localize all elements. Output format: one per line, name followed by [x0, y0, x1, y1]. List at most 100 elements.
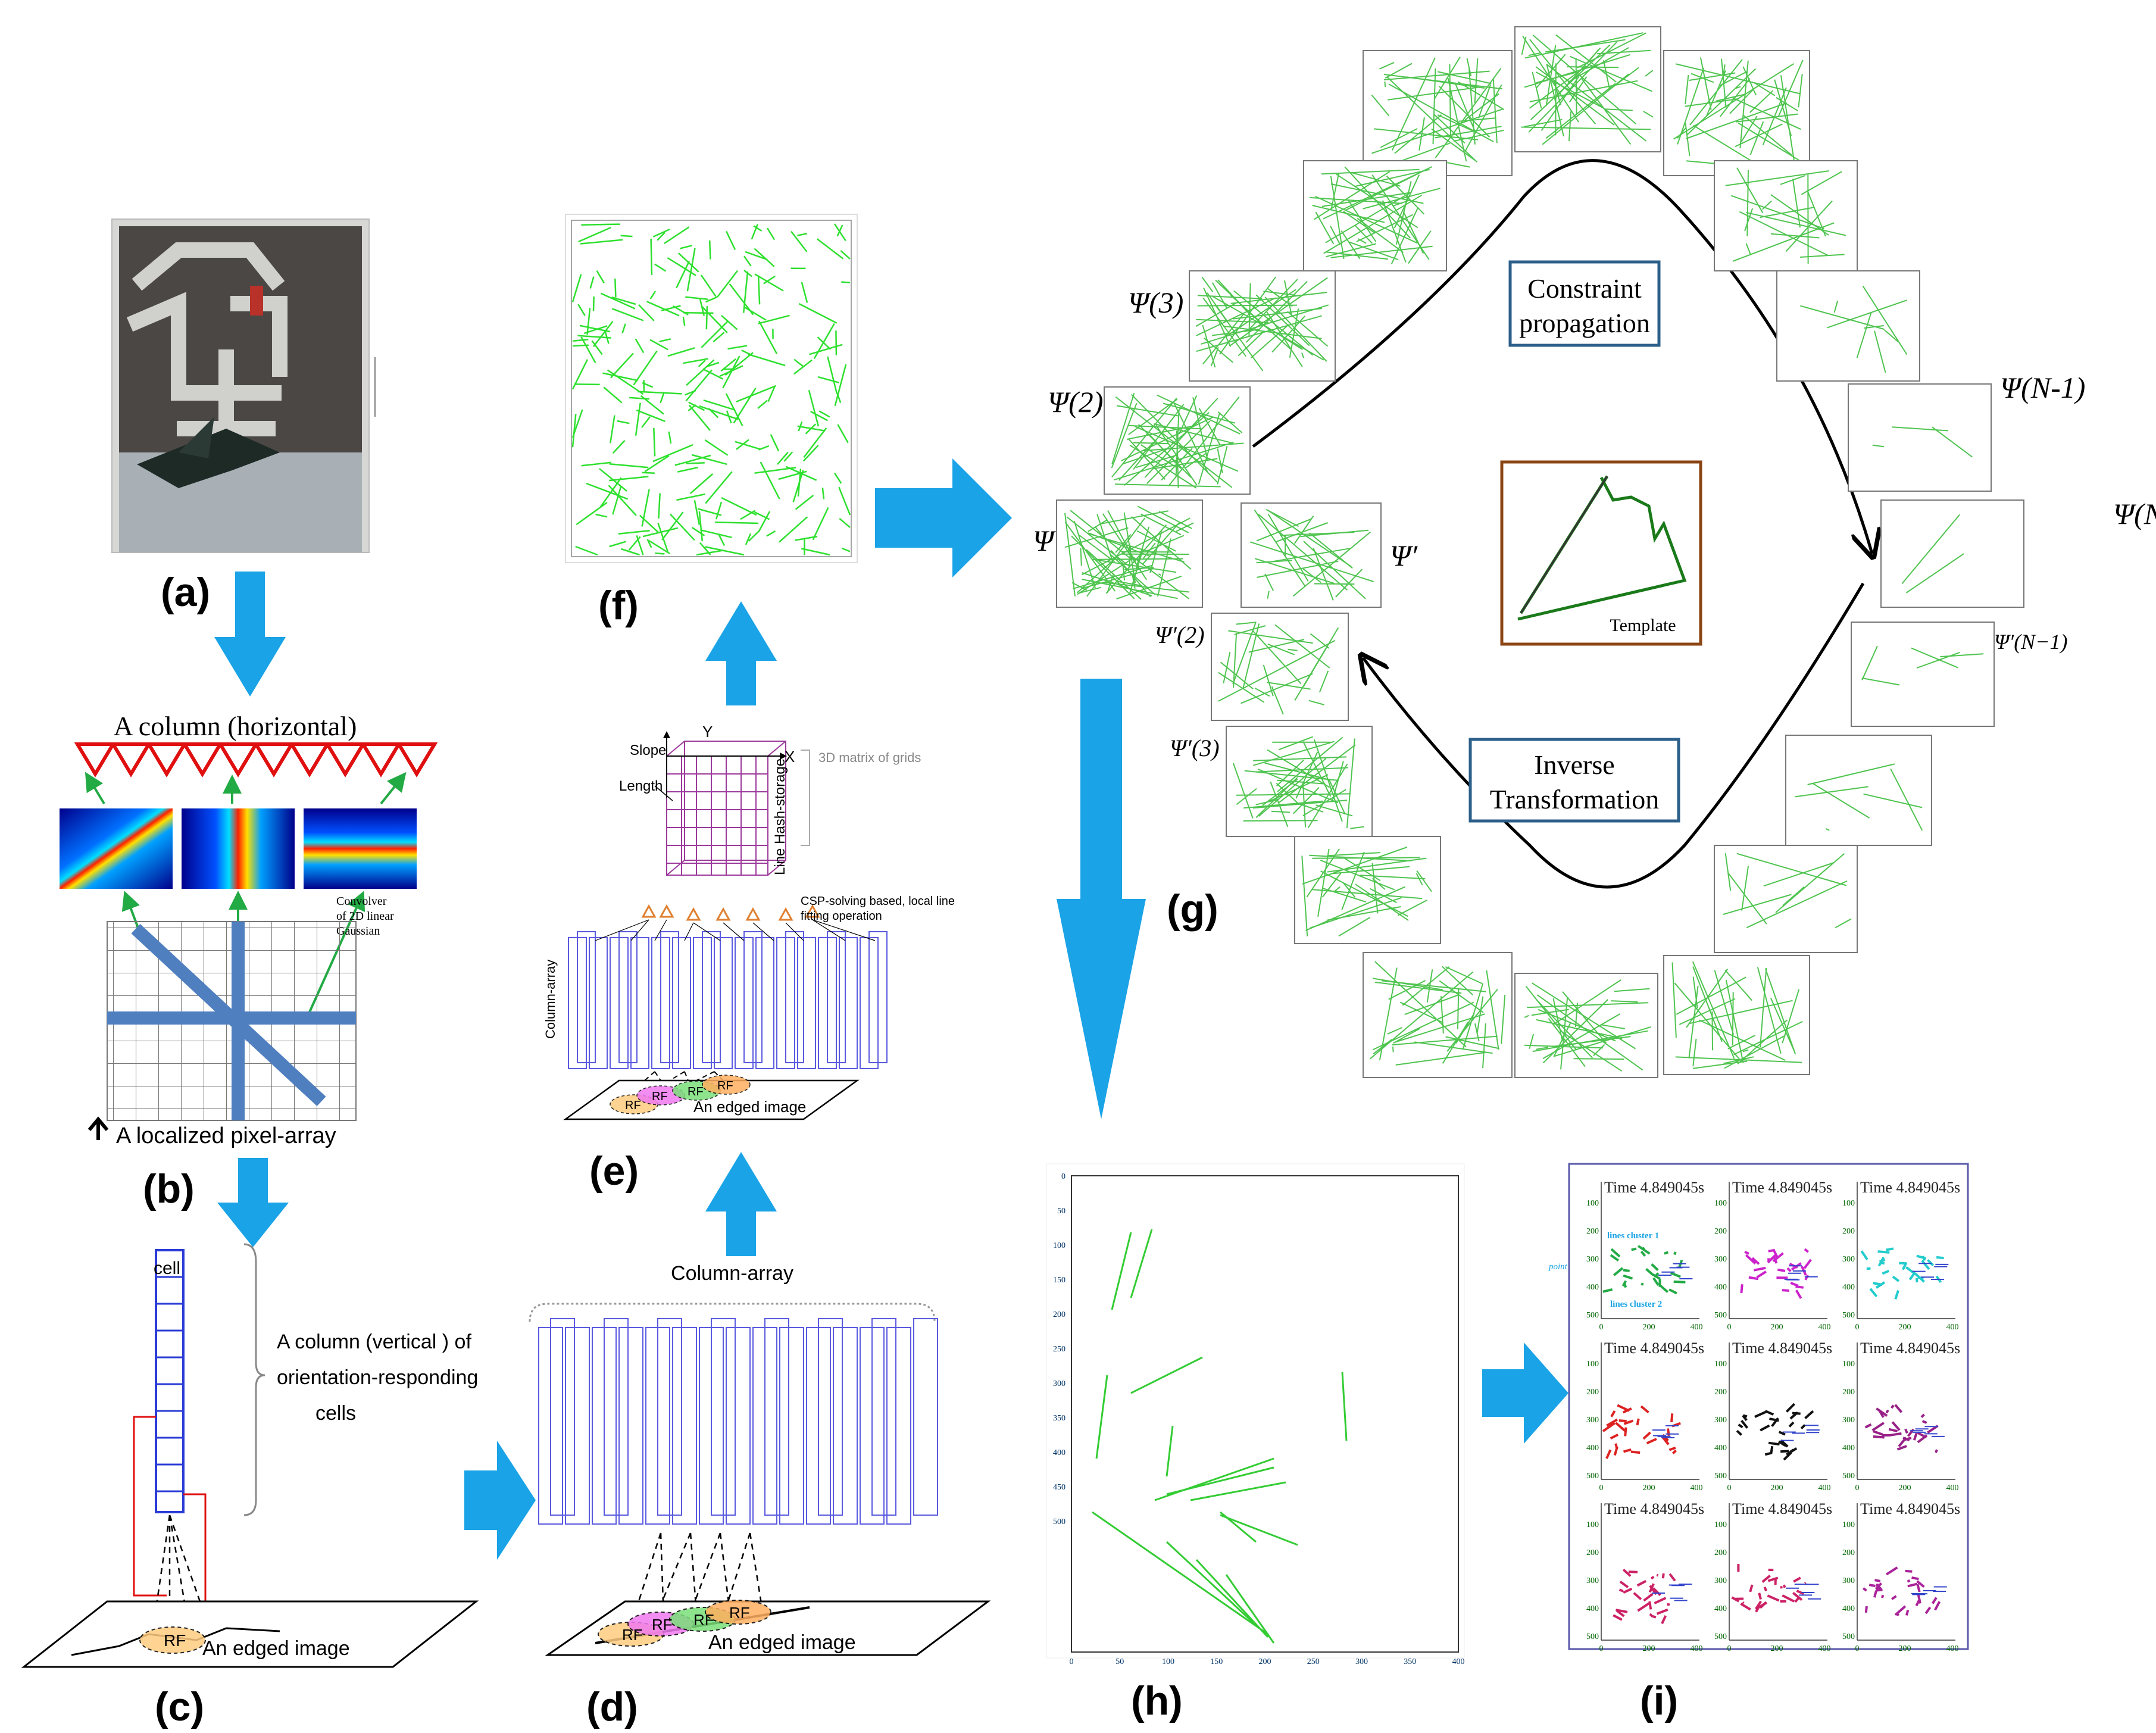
i-cluster-segment [1742, 1601, 1745, 1604]
g-frame-segment [1149, 435, 1182, 469]
i-cluster-segment [1767, 1594, 1780, 1602]
g-frame-segment [1331, 866, 1410, 875]
i-cluster-segment [1623, 1283, 1627, 1288]
g-frame-segment [1732, 222, 1835, 262]
h-xtick: 300 [1355, 1657, 1368, 1666]
g-frame-segment [1254, 688, 1270, 697]
g-frame-segment [1833, 301, 1839, 313]
i-cluster-segment [1670, 1272, 1681, 1278]
f-segment [783, 451, 793, 462]
panel-a-photo [111, 218, 376, 553]
i-cluster-segment [1780, 1586, 1783, 1589]
i-cluster-segment [1619, 1581, 1629, 1588]
g-frame-segment [1315, 211, 1335, 245]
g-frame-segment [1197, 295, 1263, 299]
f-segment [763, 275, 776, 285]
g-frame-segment [1158, 511, 1192, 529]
g-frame-segment [1321, 872, 1342, 898]
g-frame-segment [1524, 1014, 1529, 1018]
g-frame-segment [1723, 894, 1792, 916]
g-frame-segment [1107, 510, 1138, 565]
g-frame-segment [1795, 786, 1868, 798]
g-frame-segment [1176, 430, 1179, 488]
f-segment [610, 415, 615, 444]
g-frame-segment [1739, 211, 1829, 256]
g-frame-segment [1911, 647, 1959, 669]
g-frame-segment [1310, 633, 1330, 649]
g-frame-segment [1292, 786, 1320, 814]
f-segment [661, 511, 684, 541]
f-segment [577, 335, 612, 339]
g-frame-segment [1385, 63, 1413, 79]
i-xtick: 0 [1855, 1323, 1860, 1332]
i-ytick: 300 [1714, 1576, 1727, 1585]
g-frame-segment [1369, 971, 1474, 1060]
i-cluster-segment [1610, 1410, 1616, 1417]
i-cluster-segment [1771, 1417, 1779, 1428]
f-segment [758, 445, 770, 451]
i-cluster-segment [1905, 1609, 1910, 1616]
g-frame-segment [1568, 91, 1596, 124]
g-frame-segment [1545, 45, 1557, 107]
g-frame-segment [1529, 39, 1571, 91]
g-frame-segment [1735, 123, 1783, 148]
svg-text:RF: RF [652, 1616, 673, 1634]
h-ytick: 150 [1053, 1276, 1065, 1285]
f-segment [691, 454, 727, 466]
i-xtick: 400 [1946, 1644, 1959, 1653]
i-cluster-segment [1758, 1593, 1762, 1600]
f-segment [721, 497, 757, 516]
f-segment [793, 359, 813, 375]
i-cluster-segment [1637, 1245, 1651, 1255]
f-segment [649, 291, 657, 299]
f-segment [744, 307, 767, 321]
g-frame-segment [1198, 413, 1220, 485]
g-frame-segment [1580, 77, 1632, 145]
i-cluster-segment [1795, 1289, 1802, 1299]
i-cluster-segment [1886, 1247, 1894, 1251]
i-cluster-segment [1892, 1275, 1900, 1282]
g-frame-segment [1257, 560, 1339, 578]
g-frame-segment [1760, 968, 1767, 1048]
i-xtick: 0 [1599, 1323, 1604, 1332]
g-frame-segment [1257, 768, 1339, 804]
i-cluster-segment [1795, 1285, 1804, 1289]
i-cluster-segment [1764, 1410, 1774, 1416]
f-segment [827, 356, 838, 394]
i-cluster-segment [1921, 1256, 1926, 1262]
f-segment [686, 248, 696, 292]
f-segment [745, 533, 752, 545]
g-frame-segment [1316, 804, 1353, 817]
i-cluster-segment [1615, 1422, 1626, 1432]
f-segment [667, 257, 696, 276]
g-frame-segment [1161, 448, 1193, 481]
f-segment [758, 511, 771, 531]
g-frame-segment [1263, 664, 1274, 697]
g-frame-segment [1157, 538, 1171, 597]
f-segment [696, 549, 724, 556]
g-frame-segment [1204, 338, 1233, 363]
g-frame-segment [1466, 58, 1472, 77]
i-cluster-segment [1652, 1587, 1661, 1597]
f-segment [635, 402, 641, 436]
f-segment [837, 424, 849, 444]
h-xtick: 200 [1259, 1657, 1271, 1666]
i-time-label: Time 4.849045s [1732, 1339, 1832, 1357]
g-frame-segment [1081, 517, 1191, 576]
g-frame-segment [1414, 1041, 1493, 1054]
g-frame-segment [1445, 1036, 1500, 1050]
g-frame-segment [1266, 311, 1303, 367]
f-segment [600, 292, 636, 310]
g-frame-segment [1536, 1019, 1623, 1039]
f-segment [629, 396, 649, 400]
i-cluster-segment [1648, 1601, 1652, 1610]
g-frame-segment [1132, 574, 1136, 589]
svg-text:Inverse: Inverse [1534, 750, 1614, 780]
g-frame-segment [1454, 83, 1476, 132]
f-segment [699, 405, 739, 420]
g-frame-segment [1576, 32, 1646, 68]
g-frame-segment [1728, 873, 1767, 925]
g-frame-segment [1689, 72, 1736, 81]
g-frame-segment [1402, 966, 1450, 1006]
i-cluster-segment [1796, 1590, 1805, 1595]
